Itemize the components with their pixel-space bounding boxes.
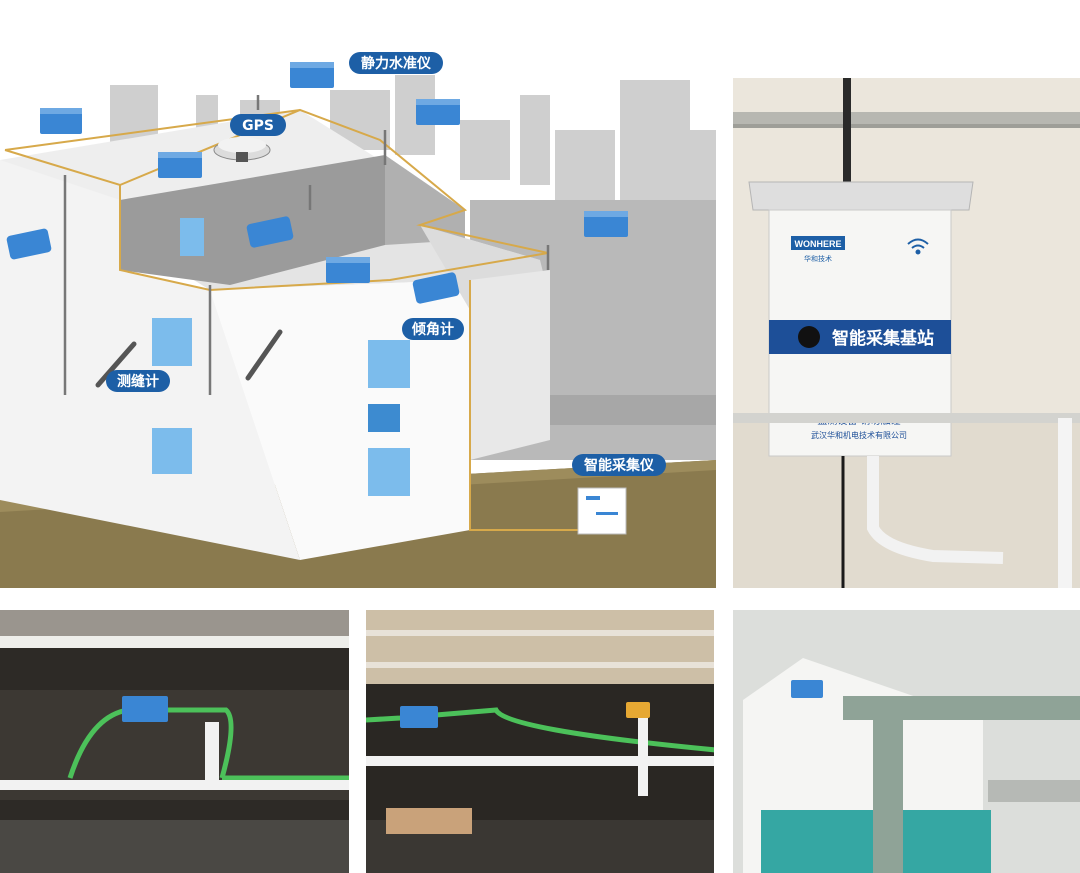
label-collector: 智能采集仪 xyxy=(572,454,666,476)
green-cable xyxy=(366,707,714,753)
cabinet-company: 武汉华和机电技术有限公司 xyxy=(811,430,907,440)
cabinet-roof xyxy=(748,181,974,211)
cabinet-lock xyxy=(798,326,820,348)
windows xyxy=(152,218,410,496)
sensor-poles xyxy=(63,95,550,395)
label-gps: GPS xyxy=(230,114,286,136)
green-bracket xyxy=(873,708,903,873)
yellow-fitting xyxy=(626,702,650,718)
brand-logo xyxy=(791,236,845,250)
cable-conduit xyxy=(867,456,1004,564)
photo-collection-station: WONHERE 华和技术 智能采集基站 监测设备 请勿触碰 武汉华和机电技术有限… xyxy=(733,78,1080,588)
static-level-devices xyxy=(40,62,628,283)
antenna xyxy=(843,78,851,190)
svg-text:智能采集仪: 智能采集仪 xyxy=(583,457,655,474)
photo-pipe-sensor-1 xyxy=(0,610,349,873)
wifi-icon xyxy=(907,238,929,255)
monitoring-diagram: 静力水准仪 GPS 倾角计 测缝计 智能采集仪 xyxy=(0,0,716,588)
photo-wall-sensor xyxy=(733,610,1080,873)
brand-name: WONHERE xyxy=(795,239,842,249)
white-pipe xyxy=(0,780,349,790)
label-static-level: 静力水准仪 xyxy=(349,52,443,74)
tilt-meter-devices xyxy=(6,216,460,304)
photo-pipe-sensor-2 xyxy=(366,610,714,873)
photo-pipe2-svg xyxy=(366,610,714,873)
static-level-sensor xyxy=(122,696,168,722)
label-tilt-meter: 倾角计 xyxy=(402,318,464,340)
svg-text:测缝计: 测缝计 xyxy=(117,373,159,390)
static-level-sensor xyxy=(791,680,823,698)
brand-subname: 华和技术 xyxy=(804,254,832,263)
photo-wall-svg xyxy=(733,610,1080,873)
svg-text:静力水准仪: 静力水准仪 xyxy=(361,55,432,72)
photo-cabinet-svg: WONHERE 华和技术 智能采集基站 监测设备 请勿触碰 武汉华和机电技术有限… xyxy=(733,78,1080,588)
building-left-face xyxy=(0,160,300,560)
svg-text:GPS: GPS xyxy=(242,118,274,134)
photo-pipe1-svg xyxy=(0,610,349,873)
collector-device xyxy=(577,487,627,535)
gps-antenna xyxy=(213,137,271,162)
svg-text:倾角计: 倾角计 xyxy=(411,321,454,338)
static-level-sensor xyxy=(400,706,438,728)
diagram-svg: 静力水准仪 GPS 倾角计 测缝计 智能采集仪 xyxy=(0,52,716,588)
cabinet-band-text: 智能采集基站 xyxy=(832,328,934,349)
crack-meter-devices xyxy=(95,329,283,388)
white-pipe xyxy=(366,756,714,766)
label-crack-meter: 测缝计 xyxy=(106,370,170,392)
